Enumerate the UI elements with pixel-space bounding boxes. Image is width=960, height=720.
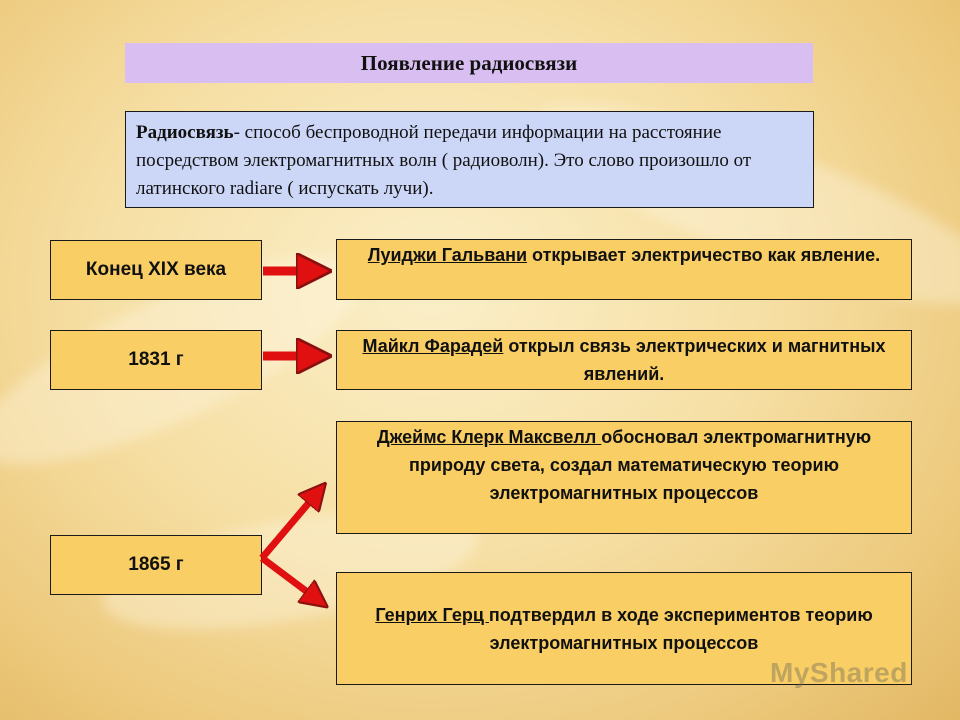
- arrow-to-hertz: [259, 555, 318, 600]
- event-box-galvani: Луиджи Гальвани открывает электричество …: [336, 239, 912, 300]
- date-label: 1831 г: [128, 349, 184, 370]
- arrow-to-maxwell: [259, 492, 318, 561]
- scientist-name: Генрих Герц: [375, 605, 489, 625]
- date-label: Конец XIX века: [85, 259, 227, 280]
- date-box-late-19th-century: Конец XIX века: [50, 240, 262, 300]
- event-text: Луиджи Гальвани открывает электричество …: [368, 241, 880, 269]
- event-description: открыл связь электрических и магнитных я…: [503, 336, 886, 384]
- date-box-1865: 1865 г: [50, 535, 262, 595]
- scientist-name: Джеймс Клерк Максвелл: [376, 427, 602, 447]
- watermark-text: MyShared: [770, 657, 908, 688]
- event-description: обосновал электромагнитную природу света…: [409, 427, 872, 503]
- definition-text: - способ беспроводной передачи информаци…: [136, 122, 752, 199]
- date-label: 1865 г: [128, 554, 184, 575]
- date-box-1831: 1831 г: [50, 330, 262, 390]
- watermark-logo: MyShared: [770, 657, 908, 689]
- event-box-maxwell: Джеймс Клерк Максвелл обосновал электром…: [336, 421, 912, 534]
- definition-box: Радиосвязь- способ беспроводной передачи…: [125, 111, 814, 208]
- event-box-hertz: Генрих Герц подтвердил в ходе эксперимен…: [336, 572, 912, 685]
- event-text: Майкл Фарадей открыл связь электрических…: [351, 332, 897, 388]
- event-box-faraday: Майкл Фарадей открыл связь электрических…: [336, 330, 912, 390]
- event-description: открывает электричество как явление.: [527, 245, 881, 265]
- definition-term: Радиосвязь: [136, 122, 234, 143]
- event-text: Генрих Герц подтвердил в ходе эксперимен…: [351, 601, 897, 657]
- scientist-name: Луиджи Гальвани: [367, 245, 528, 265]
- slide-title: Появление радиосвязи: [125, 43, 813, 83]
- slide-title-text: Появление радиосвязи: [360, 50, 578, 75]
- event-description: подтвердил в ходе экспериментов теорию э…: [488, 605, 873, 653]
- scientist-name: Майкл Фарадей: [362, 336, 504, 356]
- event-text: Джеймс Клерк Максвелл обосновал электром…: [351, 423, 897, 507]
